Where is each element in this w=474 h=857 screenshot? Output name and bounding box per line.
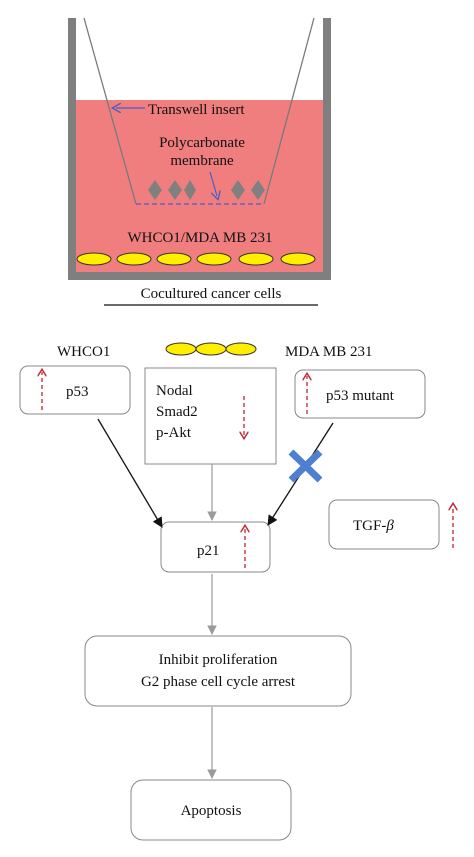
transwell-setup: Transwell insert Polycarbonate membrane … — [68, 17, 331, 306]
p21-label: p21 — [197, 543, 220, 559]
beta-symbol: β — [385, 518, 394, 534]
culture-medium — [76, 100, 323, 272]
pakt-label: p-Akt — [156, 425, 192, 441]
p53-mutant-label: p53 mutant — [326, 388, 395, 404]
membrane-label-line1: Polycarbonate — [159, 135, 245, 151]
well-wall-left — [68, 18, 76, 280]
apoptosis-box — [130, 779, 292, 841]
p53-label: p53 — [66, 384, 89, 400]
pathway-diagram: WHCO1 MDA MB 231 p53 Nodal Smad2 p-Akt p… — [19, 342, 453, 841]
whco1-label: WHCO1 — [57, 344, 110, 360]
transwell-insert — [83, 17, 315, 205]
smad2-label: Smad2 — [156, 404, 198, 420]
inhibit-line1: Inhibit proliferation — [159, 652, 278, 668]
p53-box — [19, 365, 131, 415]
top-caption: Cocultured cancer cells — [141, 286, 282, 302]
p21-box — [160, 521, 271, 573]
p53-mutant-box — [294, 369, 426, 419]
transwell-insert-label: Transwell insert — [148, 102, 245, 118]
apoptosis-label: Apoptosis — [181, 803, 242, 819]
tgf-beta-label: TGF-β — [353, 518, 394, 534]
coculture-cells-icon — [165, 342, 257, 356]
p53-to-p21-arrow — [97, 418, 163, 528]
nodal-smad2-pakt-box — [144, 367, 277, 465]
membrane-arrow — [209, 171, 217, 196]
membrane-label-line2: membrane — [170, 153, 234, 169]
cancer-cells — [76, 252, 316, 266]
tgf-beta-box — [328, 499, 440, 550]
tgf-text: TGF- — [353, 518, 386, 534]
well-wall-right — [323, 18, 331, 280]
well-bottom — [68, 272, 331, 280]
nodal-label: Nodal — [156, 383, 193, 399]
inhibit-proliferation-box — [84, 635, 352, 707]
inhibit-line2: G2 phase cell cycle arrest — [141, 674, 296, 690]
membrane-pores — [148, 180, 265, 200]
cell-lines-label: WHCO1/MDA MB 231 — [127, 230, 272, 246]
mda-label: MDA MB 231 — [285, 344, 373, 360]
block-x-icon — [288, 449, 323, 483]
